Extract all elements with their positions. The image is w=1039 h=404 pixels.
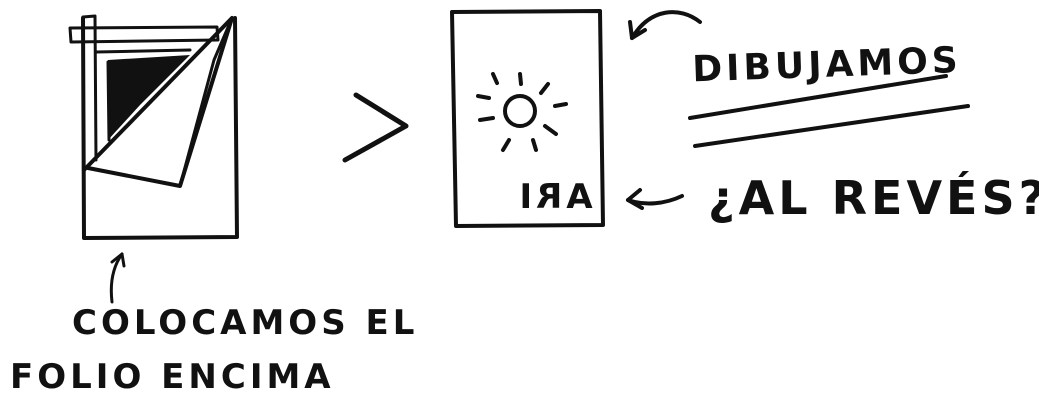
caption-colocamos-line1: COLOCAMOS EL (72, 303, 418, 343)
caption-dibujamos: DIBUJAMOS (692, 40, 963, 90)
drawn-sheet-illustration: ARI (450, 9, 605, 228)
chevron-right-icon (342, 92, 409, 163)
underline-1 (688, 74, 948, 120)
sun-icon (476, 72, 568, 152)
scribble-shading (108, 55, 190, 140)
arrow-to-sheet-top (630, 10, 702, 40)
caption-al-reves: ¿AL REVÉS? (708, 171, 1039, 225)
underline-2 (693, 104, 970, 148)
folio-sheet-illustration (68, 14, 239, 240)
sheet-mirrored-label: ARI (515, 177, 592, 217)
caption-colocamos-line2: FOLIO ENCIMA (10, 357, 335, 397)
